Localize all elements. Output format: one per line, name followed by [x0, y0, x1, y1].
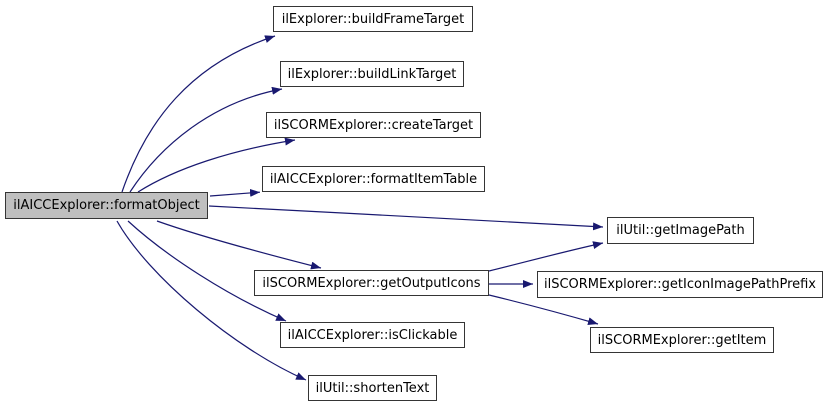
- node-ilSCORMExplorer-getOutputIcons[interactable]: ilSCORMExplorer::getOutputIcons: [254, 270, 489, 296]
- node-label-shortenText: ilUtil::shortenText: [315, 380, 430, 396]
- node-ilAICCExplorer-formatObject: ilAICCExplorer::formatObject: [5, 192, 208, 219]
- edge-formatObject-to-getImagePath: [208, 205, 604, 231]
- node-label-getItem: ilSCORMExplorer::getItem: [597, 332, 767, 348]
- node-ilExplorer-buildLinkTarget[interactable]: ilExplorer::buildLinkTarget: [280, 61, 464, 87]
- node-ilSCORMExplorer-createTarget[interactable]: ilSCORMExplorer::createTarget: [266, 112, 481, 138]
- edge-formatObject-to-isClickable: [127, 220, 287, 322]
- edge-getOutputIcons-to-getImagePath: [488, 241, 604, 272]
- node-ilAICCExplorer-formatItemTable[interactable]: ilAICCExplorer::formatItemTable: [262, 166, 485, 192]
- edge-formatObject-to-formatItemTable: [209, 188, 261, 197]
- node-label-formatObject: ilAICCExplorer::formatObject: [13, 198, 200, 213]
- node-label-buildFrameTarget: ilExplorer::buildFrameTarget: [281, 11, 465, 27]
- node-label-createTarget: ilSCORMExplorer::createTarget: [273, 117, 474, 133]
- node-ilExplorer-buildFrameTarget[interactable]: ilExplorer::buildFrameTarget: [273, 6, 473, 32]
- edge-formatObject-to-buildFrameTarget: [121, 35, 276, 193]
- node-ilUtil-getImagePath[interactable]: ilUtil::getImagePath: [607, 217, 754, 244]
- node-label-buildLinkTarget: ilExplorer::buildLinkTarget: [287, 66, 457, 82]
- edge-getOutputIcons-to-getItem: [488, 294, 599, 326]
- node-ilSCORMExplorer-getIconImagePathPrefix[interactable]: ilSCORMExplorer::getIconImagePathPrefix: [537, 271, 823, 298]
- edge-formatObject-to-shortenText: [116, 220, 307, 381]
- node-label-formatItemTable: ilAICCExplorer::formatItemTable: [269, 171, 478, 187]
- node-ilUtil-shortenText[interactable]: ilUtil::shortenText: [308, 375, 437, 401]
- node-label-getIconImagePathPrefix: ilSCORMExplorer::getIconImagePathPrefix: [543, 277, 817, 292]
- node-label-getOutputIcons: ilSCORMExplorer::getOutputIcons: [262, 275, 481, 291]
- edge-formatObject-to-buildLinkTarget: [129, 86, 283, 193]
- node-label-isClickable: ilAICCExplorer::isClickable: [287, 327, 458, 343]
- node-ilSCORMExplorer-getItem[interactable]: ilSCORMExplorer::getItem: [590, 327, 774, 353]
- node-label-getImagePath: ilUtil::getImagePath: [616, 223, 745, 238]
- node-ilAICCExplorer-isClickable[interactable]: ilAICCExplorer::isClickable: [280, 322, 465, 348]
- edge-formatObject-to-createTarget: [137, 137, 296, 193]
- edge-formatObject-to-getOutputIcons: [156, 220, 322, 270]
